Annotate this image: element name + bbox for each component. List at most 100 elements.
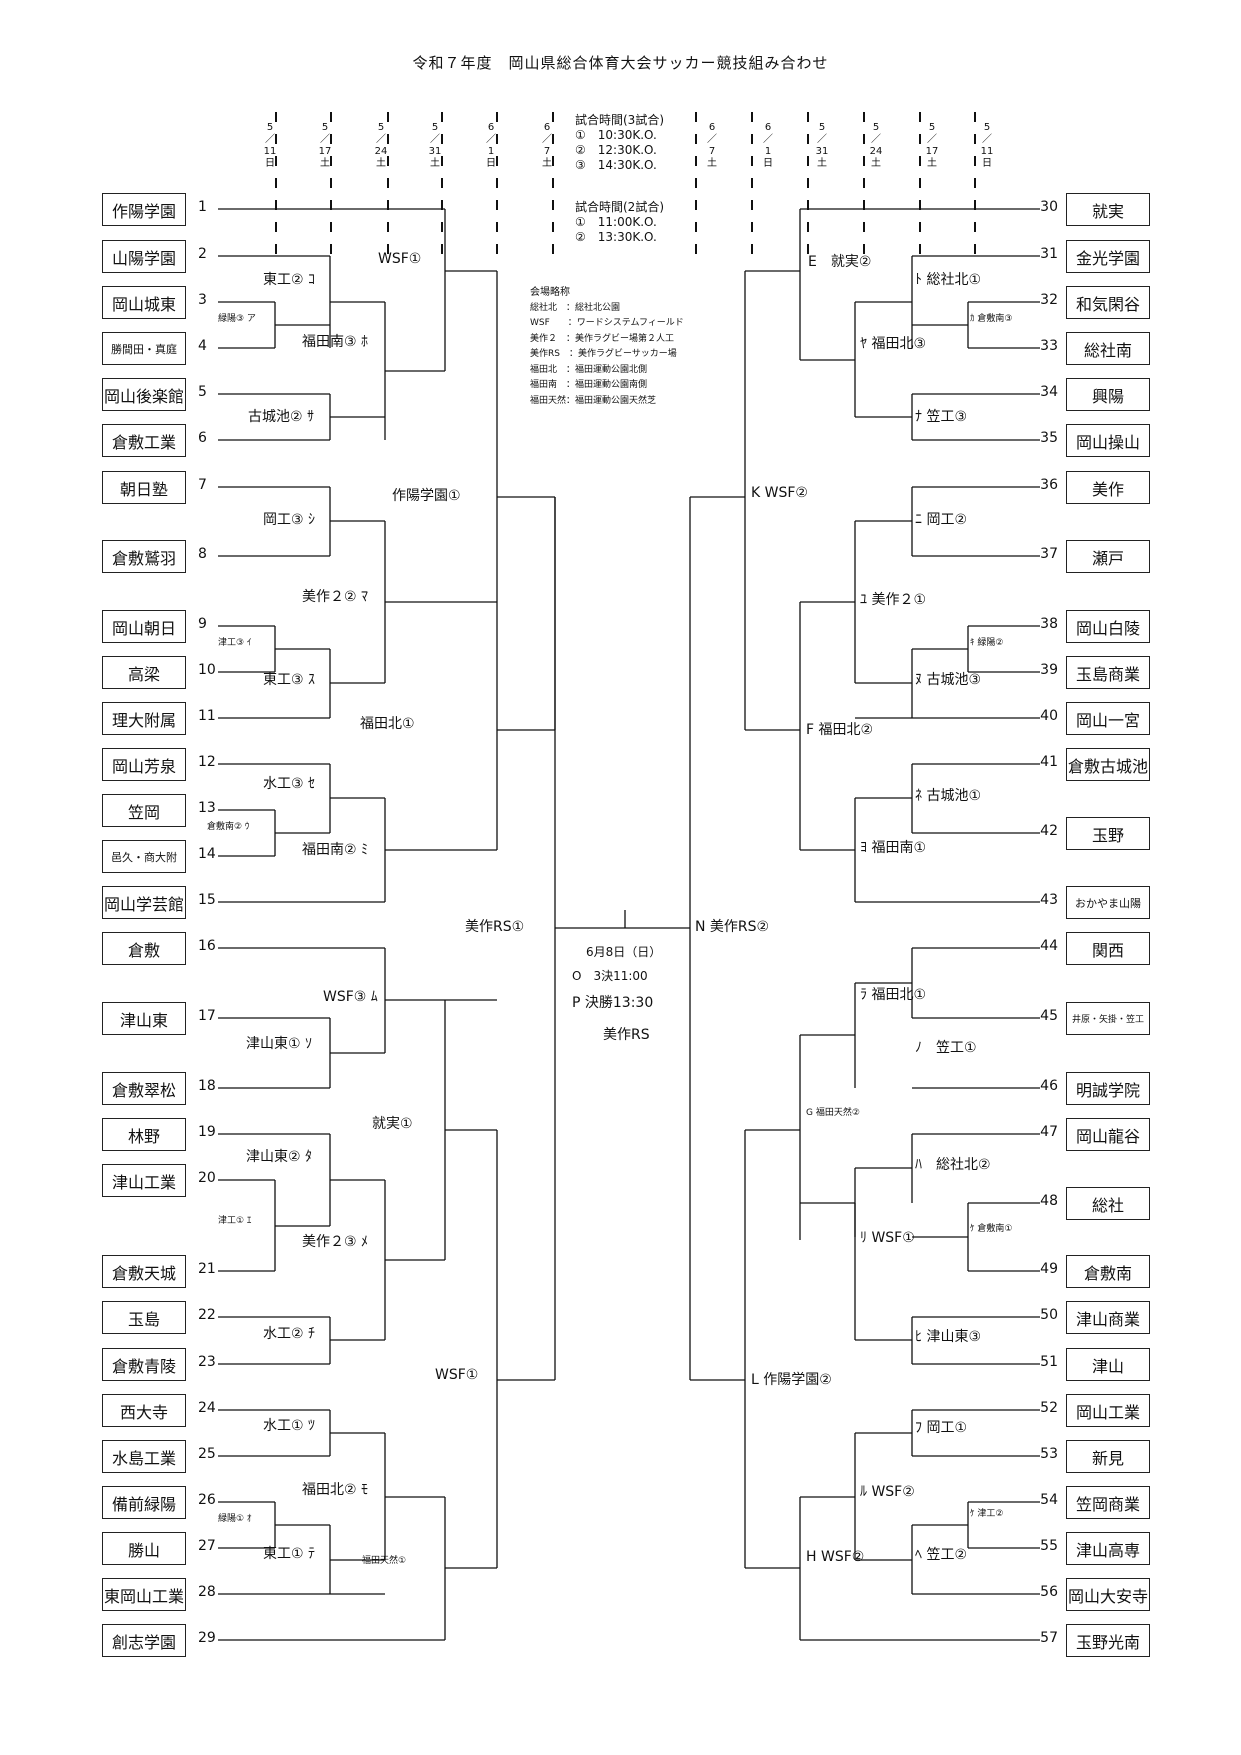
venue-legend-heading: 会場略称 <box>530 287 570 298</box>
team-number: 35 <box>1040 430 1058 446</box>
team-number: 16 <box>198 938 216 954</box>
team-box: 関西 <box>1066 932 1150 965</box>
match-label: ﾍ 笠工② <box>915 1547 968 1563</box>
team-box: おかやま山陽 <box>1066 886 1150 919</box>
team-box: 岡山操山 <box>1066 424 1150 457</box>
team-number: 4 <box>198 338 207 354</box>
team-box: 総社南 <box>1066 332 1150 365</box>
team-number: 8 <box>198 546 207 562</box>
date-label: 6 ／ 1 日 <box>486 122 496 169</box>
match-label: 古城池② ｻ <box>248 409 315 425</box>
team-number: 21 <box>198 1261 216 1277</box>
date-label: 6 ／ 7 土 <box>707 122 717 169</box>
team-box: 倉敷鷲羽 <box>102 540 186 573</box>
match-label: H WSF② <box>806 1549 865 1565</box>
match-label: ﾊ 総社北② <box>915 1157 991 1173</box>
match-label: ﾅ 笠工③ <box>915 409 968 425</box>
team-number: 14 <box>198 846 216 862</box>
team-number: 37 <box>1040 546 1058 562</box>
team-box: 朝日塾 <box>102 471 186 504</box>
team-box: 興陽 <box>1066 378 1150 411</box>
team-box: 岡山白陵 <box>1066 610 1150 643</box>
venue-legend-line: 美作RS ：美作ラグビーサッカー場 <box>530 349 677 359</box>
match-times-3: 試合時間(3試合) ① 10:30K.O. ② 12:30K.O. ③ 14:3… <box>575 113 664 172</box>
match-label: WSF③ ﾑ <box>323 989 378 1005</box>
team-number: 33 <box>1040 338 1058 354</box>
team-box: 岡山工業 <box>1066 1394 1150 1427</box>
team-box: 井原・矢掛・笠工 <box>1066 1002 1150 1035</box>
team-number: 11 <box>198 708 216 724</box>
match-times-2: 試合時間(2試合) ① 11:00K.O. ② 13:30K.O. <box>575 200 664 244</box>
team-box: 笠岡商業 <box>1066 1486 1150 1519</box>
team-number: 10 <box>198 662 216 678</box>
team-box: 倉敷古城池 <box>1066 748 1150 781</box>
team-number: 47 <box>1040 1124 1058 1140</box>
team-box: 岡山一宮 <box>1066 702 1150 735</box>
team-number: 36 <box>1040 477 1058 493</box>
team-box: 岡山大安寺 <box>1066 1578 1150 1611</box>
team-box: 岡山後楽館 <box>102 378 186 411</box>
team-box: 勝間田・真庭 <box>102 332 186 365</box>
team-box: 玉島 <box>102 1301 186 1334</box>
match-label: L 作陽学園② <box>751 1372 832 1388</box>
team-box: 岡山朝日 <box>102 610 186 643</box>
team-box: 勝山 <box>102 1532 186 1565</box>
match-label: ﾘ WSF① <box>860 1230 915 1246</box>
match-label: ﾉ 笠工① <box>915 1040 977 1056</box>
date-label: 6 ／ 7 土 <box>542 122 552 169</box>
match-label: 福田北① <box>360 716 415 732</box>
match-label: 美作RS① <box>465 919 525 935</box>
third-place-match: O 3決11:00 <box>572 969 648 983</box>
team-number: 53 <box>1040 1446 1058 1462</box>
match-label: 水工② ﾁ <box>263 1326 316 1342</box>
team-number: 39 <box>1040 662 1058 678</box>
team-number: 27 <box>198 1538 216 1554</box>
team-box: 倉敷 <box>102 932 186 965</box>
team-number: 28 <box>198 1584 216 1600</box>
match-label: ｷ 緑陽② <box>970 638 1004 648</box>
match-label: ﾖ 福田南① <box>860 840 927 856</box>
match-label: 福田南③ ﾎ <box>302 334 369 350</box>
team-box: 水島工業 <box>102 1440 186 1473</box>
match-label: ﾈ 古城池① <box>915 788 982 804</box>
team-number: 3 <box>198 292 207 308</box>
team-box: 東岡山工業 <box>102 1578 186 1611</box>
team-box: 倉敷工業 <box>102 424 186 457</box>
match-label: 福田南② ﾐ <box>302 842 369 858</box>
team-number: 51 <box>1040 1354 1058 1370</box>
match-label: 津山東② ﾀ <box>246 1149 313 1165</box>
match-label: ﾆ 岡工② <box>915 512 968 528</box>
team-number: 31 <box>1040 246 1058 262</box>
match-label: 緑陽① ｵ <box>218 1514 252 1524</box>
team-number: 42 <box>1040 823 1058 839</box>
team-box: 岡山芳泉 <box>102 748 186 781</box>
team-box: 倉敷青陵 <box>102 1348 186 1381</box>
team-number: 49 <box>1040 1261 1058 1277</box>
date-label: 5 ／ 11 日 <box>263 122 277 169</box>
team-box: 金光学園 <box>1066 240 1150 273</box>
final-venue: 美作RS <box>603 1027 650 1043</box>
match-label: 東工③ ｽ <box>263 672 316 688</box>
team-number: 2 <box>198 246 207 262</box>
match-label: ﾋ 津山東③ <box>915 1329 982 1345</box>
match-label: F 福田北② <box>806 722 874 738</box>
match-label: 福田北② ﾓ <box>302 1482 369 1498</box>
match-label: ﾔ 福田北③ <box>860 336 927 352</box>
team-number: 43 <box>1040 892 1058 908</box>
team-box: 岡山学芸館 <box>102 886 186 919</box>
match-label: ｹ 倉敷南① <box>970 1224 1013 1234</box>
team-box: 邑久・商大附 <box>102 840 186 873</box>
team-box: 新見 <box>1066 1440 1150 1473</box>
team-number: 12 <box>198 754 216 770</box>
team-number: 26 <box>198 1492 216 1508</box>
venue-legend-line: 福田北 ：福田運動公園北側 <box>530 364 648 375</box>
match-label: 東工② ｺ <box>263 272 316 288</box>
date-label: 5 ／ 17 土 <box>925 122 939 169</box>
team-number: 15 <box>198 892 216 908</box>
team-number: 24 <box>198 1400 216 1416</box>
team-box: 就実 <box>1066 193 1150 226</box>
team-number: 57 <box>1040 1630 1058 1646</box>
team-box: 創志学園 <box>102 1624 186 1657</box>
date-label: 5 ／ 17 土 <box>318 122 332 169</box>
